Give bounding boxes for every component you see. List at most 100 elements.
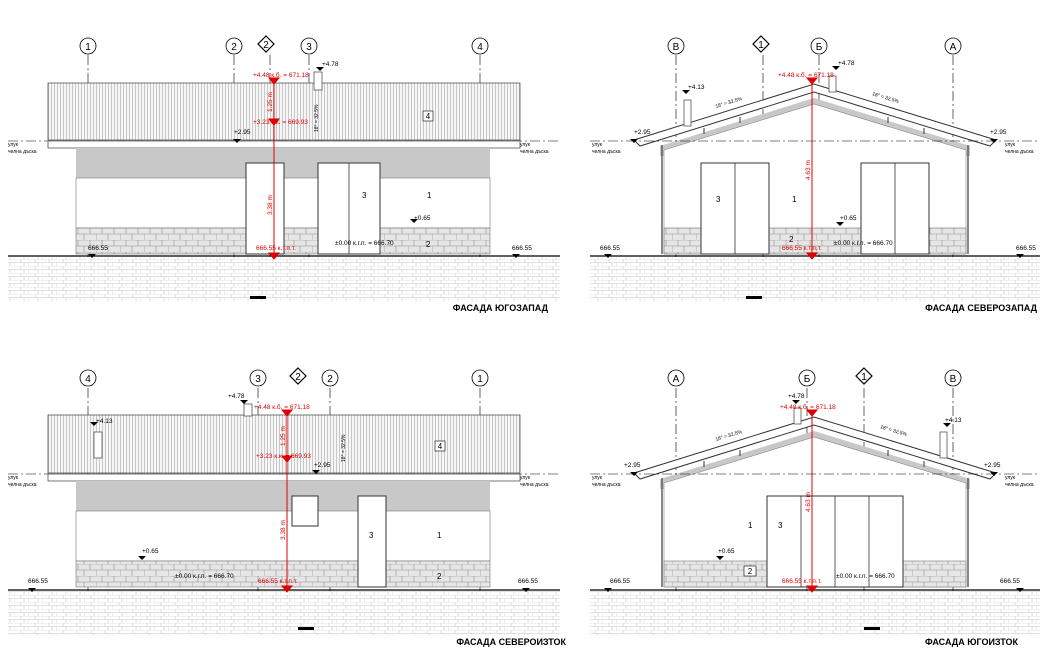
red-dimension xyxy=(805,409,819,593)
note-gutter-left: улук xyxy=(8,475,19,481)
axis-bubble-b: Б xyxy=(810,37,828,55)
chimney xyxy=(313,71,323,91)
facade-title: ФАСАДА СЕВЕРОЗАПАД xyxy=(925,303,1037,313)
facade-title: ФАСАДА СЕВЕРОИЗТОК xyxy=(456,637,566,647)
level-eave-left: +2.95 xyxy=(634,129,651,136)
level-ceiling: +3.23 к.к. = 669.93 xyxy=(256,453,311,460)
axis-bubble-1: 1 xyxy=(471,369,489,387)
material-tag-3: 3 xyxy=(362,191,367,200)
note-gutter: улук xyxy=(520,142,531,148)
dim-lower: 3.38 m xyxy=(280,520,287,540)
gable-roof xyxy=(633,83,997,147)
level-ground-right: 666.55 xyxy=(1000,578,1020,585)
note-fascia-left: челна дъска xyxy=(8,149,37,155)
material-tag-2: 2 xyxy=(426,240,431,249)
level-sill: +0.65 xyxy=(414,215,431,222)
door xyxy=(357,495,387,588)
axis-bubble-a: А xyxy=(667,369,685,387)
material-tag-3: 3 xyxy=(778,521,783,530)
material-tag-3: 3 xyxy=(716,195,721,204)
facade-northwest: В Б А 1 +4.48 к.б. = 6 xyxy=(590,35,1040,313)
note-gutter-left: улук xyxy=(592,142,603,148)
axis-bubble-3: 3 xyxy=(249,369,267,387)
gable-roof xyxy=(633,416,997,480)
ground-hatch xyxy=(590,257,1040,301)
dim-upper: 1.25 m xyxy=(280,426,287,446)
note-fascia: челна дъска xyxy=(520,482,549,488)
level-ridge: +4.48 к.б. = 671.18 xyxy=(780,403,836,411)
rafter-tails xyxy=(703,450,925,467)
svg-text:2: 2 xyxy=(263,40,269,51)
chimney xyxy=(93,431,103,459)
svg-text:Б: Б xyxy=(816,42,823,53)
door xyxy=(245,162,285,255)
level-sill: +0.65 xyxy=(840,215,857,222)
level-eave-right: +2.95 xyxy=(984,462,1001,469)
level-ground-left: 666.55 xyxy=(610,578,630,585)
level-ceiling: +3.23 к.к. = 669.93 xyxy=(253,119,308,126)
level-sill: +0.65 xyxy=(142,548,159,555)
dim-height: 4.63 m xyxy=(805,160,812,180)
dim-upper: 1.25 m xyxy=(267,92,274,112)
svg-text:Б: Б xyxy=(804,374,811,385)
level-eave: +2.95 xyxy=(314,462,331,469)
ground-hatch xyxy=(8,591,560,635)
material-tag-2: 2 xyxy=(789,235,794,244)
svg-text:В: В xyxy=(950,374,957,385)
window-small xyxy=(291,495,319,527)
level-ground-right: 666.55 xyxy=(512,245,532,252)
level-ground-left: 666.55 xyxy=(28,578,48,585)
roof-slope-note: 18° = 32.5% xyxy=(314,104,320,132)
level-chimney-right: +4.78 xyxy=(228,393,245,400)
level-chimney-right: +4.13 xyxy=(945,417,962,424)
axis-bubble-v: В xyxy=(667,37,685,55)
note-gutter: улук xyxy=(520,475,531,481)
chimney xyxy=(939,431,948,459)
svg-text:2: 2 xyxy=(748,567,753,576)
note-gutter-right: улук xyxy=(1005,142,1016,148)
note-fascia: челна дъска xyxy=(520,149,549,155)
red-dimension xyxy=(280,409,294,593)
axis-bubble-v: В xyxy=(944,369,962,387)
roof-slope-note-right: 18° = 32.5% xyxy=(879,424,908,438)
material-tag-2: 2 xyxy=(437,572,442,581)
note-fascia-left: челна дъска xyxy=(592,149,621,155)
axis-bubble-b: Б xyxy=(798,369,816,387)
level-bottom: 666.55 к.т.п.т. xyxy=(782,245,822,252)
chimney xyxy=(828,75,837,93)
section-mark: 1 xyxy=(752,35,770,53)
ground-hatch xyxy=(8,257,560,301)
facade-southwest: 1 2 3 4 2 +4.48 к.б. = 671.18 +3.23 к.к.… xyxy=(8,35,560,313)
dim-lower: 3.38 m xyxy=(267,195,274,215)
svg-text:А: А xyxy=(950,42,957,53)
note-fascia-left: челна дъска xyxy=(8,482,37,488)
axis-bubble-1: 1 xyxy=(79,37,97,55)
svg-text:4: 4 xyxy=(85,374,91,385)
level-chimney-right: +4.78 xyxy=(838,60,855,67)
soffit-shadow xyxy=(76,481,490,511)
axis-bubble-a: А xyxy=(944,37,962,55)
material-tag-4: 4 xyxy=(422,110,434,122)
svg-text:1: 1 xyxy=(758,40,764,51)
roof-plane xyxy=(47,82,521,141)
ground-hatch xyxy=(590,591,1040,635)
level-eave-left: +2.95 xyxy=(624,462,641,469)
level-markers xyxy=(604,400,1024,592)
fascia-board xyxy=(47,473,521,482)
axis-bubble-2: 2 xyxy=(225,37,243,55)
svg-text:1: 1 xyxy=(861,372,867,383)
level-markers xyxy=(28,400,530,592)
red-dimension xyxy=(805,77,819,260)
level-ground-right: 666.55 xyxy=(1016,245,1036,252)
fascia-board xyxy=(47,140,521,149)
level-bottom: 666.55 к.т.п.т. xyxy=(256,245,296,252)
svg-text:4: 4 xyxy=(477,42,483,53)
material-tag-1: 1 xyxy=(437,531,442,540)
dim-height: 4.63 m xyxy=(805,492,812,512)
level-markers xyxy=(88,67,520,258)
material-tag-3: 3 xyxy=(369,531,374,540)
svg-text:4: 4 xyxy=(438,442,443,451)
facade-title: ФАСАДА ЮГОЗАПАД xyxy=(453,303,549,313)
axis-bubble-2: 2 xyxy=(321,369,339,387)
